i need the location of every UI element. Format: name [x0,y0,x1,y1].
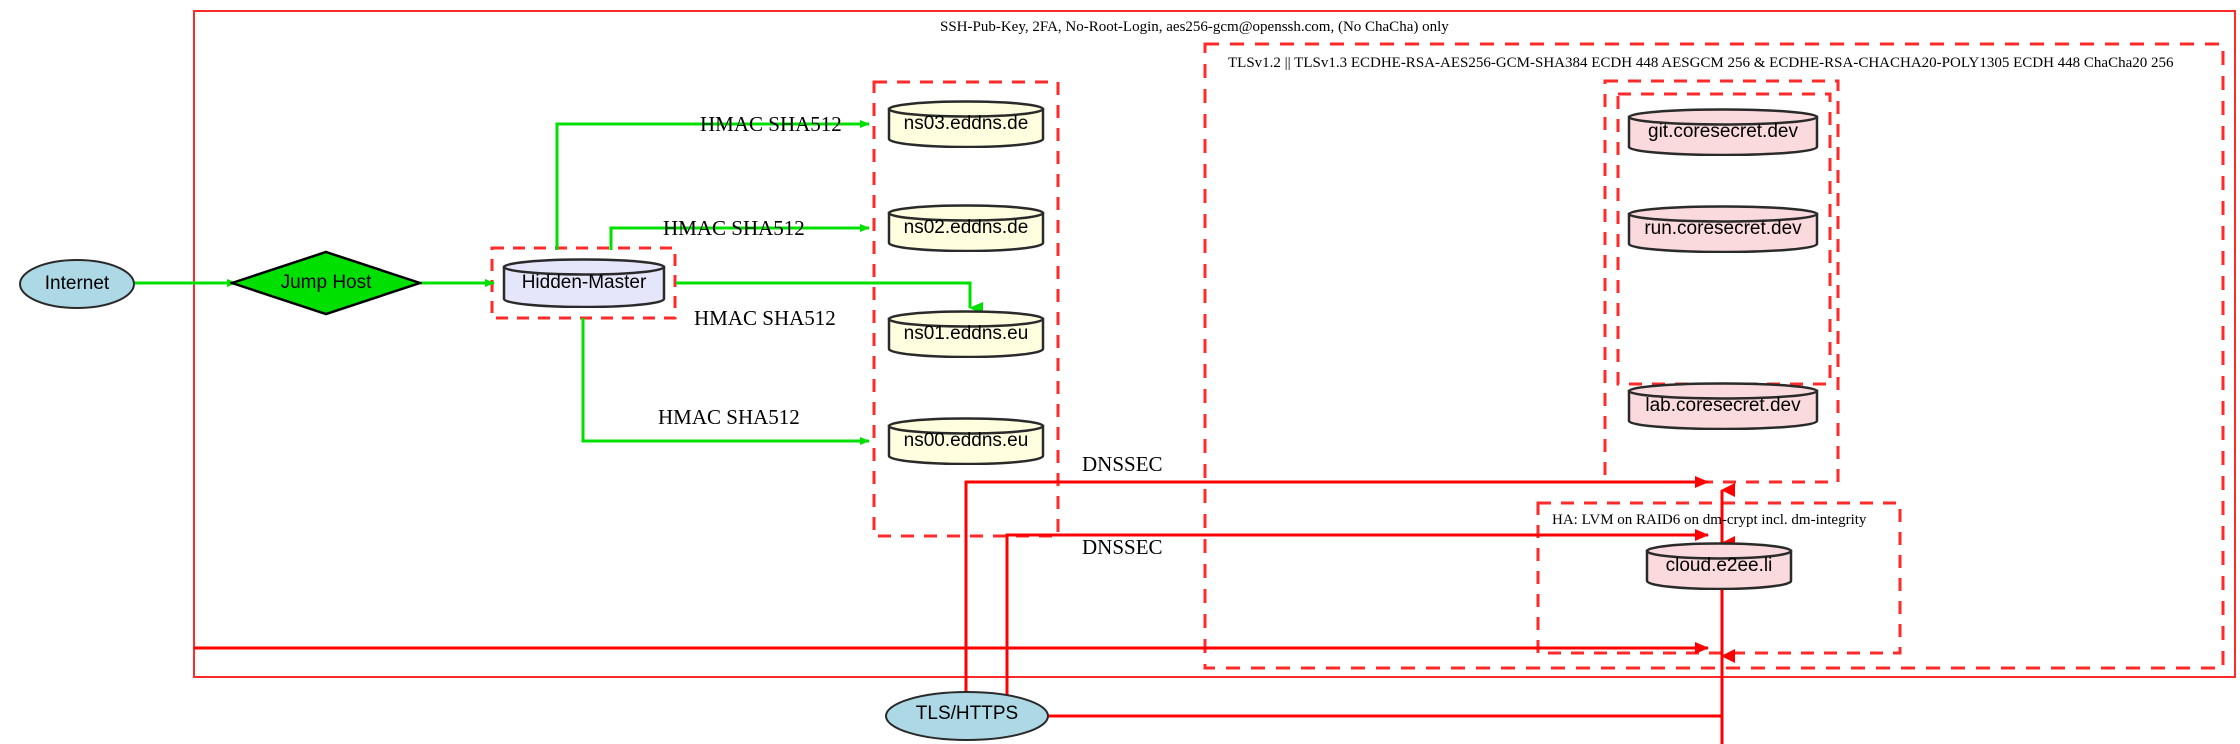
ssh-boundary-label: SSH-Pub-Key, 2FA, No-Root-Login, aes256-… [940,19,1449,35]
tls-zone-label: TLSv1.2 || TLSv1.3 ECDHE-RSA-AES256-GCM-… [1228,55,2174,71]
node-hidden-master-label: Hidden-Master [521,272,647,293]
node-ns00-label: ns00.eddns.eu [903,430,1029,451]
edge-label-hmac-ns02: HMAC SHA512 [663,216,805,240]
node-ns03[interactable]: ns03.eddns.de [887,100,1045,148]
flow-edges-green [133,120,983,445]
ha-zone-box [1536,501,1902,655]
node-ns01-label: ns01.eddns.eu [903,323,1029,344]
node-lab-coresecret-label: lab.coresecret.dev [1645,395,1801,416]
node-cloud-e2ee-label: cloud.e2ee.li [1665,555,1773,576]
node-git-coresecret[interactable]: git.coresecret.dev [1627,108,1819,156]
coresecret-zone-box [1603,79,1840,484]
node-tls-https[interactable]: TLS/HTTPS [884,690,1050,744]
edge-label-dnssec-2: DNSSEC [1082,535,1163,559]
node-tls-https-label: TLS/HTTPS [915,703,1019,724]
node-jump-host-label: Jump Host [280,272,372,293]
node-hidden-master[interactable]: Hidden-Master [502,258,666,308]
node-ns01[interactable]: ns01.eddns.eu [887,310,1045,358]
node-internet-label: Internet [44,273,110,294]
edge-label-hmac-ns03: HMAC SHA512 [700,112,842,136]
node-ns03-label: ns03.eddns.de [903,113,1029,134]
node-internet[interactable]: Internet [18,258,136,310]
node-git-coresecret-label: git.coresecret.dev [1648,121,1798,142]
node-lab-coresecret[interactable]: lab.coresecret.dev [1627,382,1819,430]
node-ns02-label: ns02.eddns.de [903,217,1029,238]
edge-label-hmac-ns00: HMAC SHA512 [658,405,800,429]
node-run-coresecret[interactable]: run.coresecret.dev [1627,205,1819,253]
ha-zone-label: HA: LVM on RAID6 on dm-crypt incl. dm-in… [1552,512,1867,528]
flow-edges-red [194,476,1735,744]
node-jump-host[interactable]: Jump Host [230,250,422,316]
node-ns00[interactable]: ns00.eddns.eu [887,417,1045,465]
node-run-coresecret-label: run.coresecret.dev [1644,218,1802,239]
edge-label-dnssec-1: DNSSEC [1082,452,1163,476]
node-ns02[interactable]: ns02.eddns.de [887,204,1045,252]
tls-zone-box [1203,42,2225,670]
ssh-boundary-box [193,10,2236,678]
node-cloud-e2ee[interactable]: cloud.e2ee.li [1645,542,1793,590]
edge-label-hmac-ns01: HMAC SHA512 [694,306,836,330]
dns-zone-box [872,80,1060,538]
